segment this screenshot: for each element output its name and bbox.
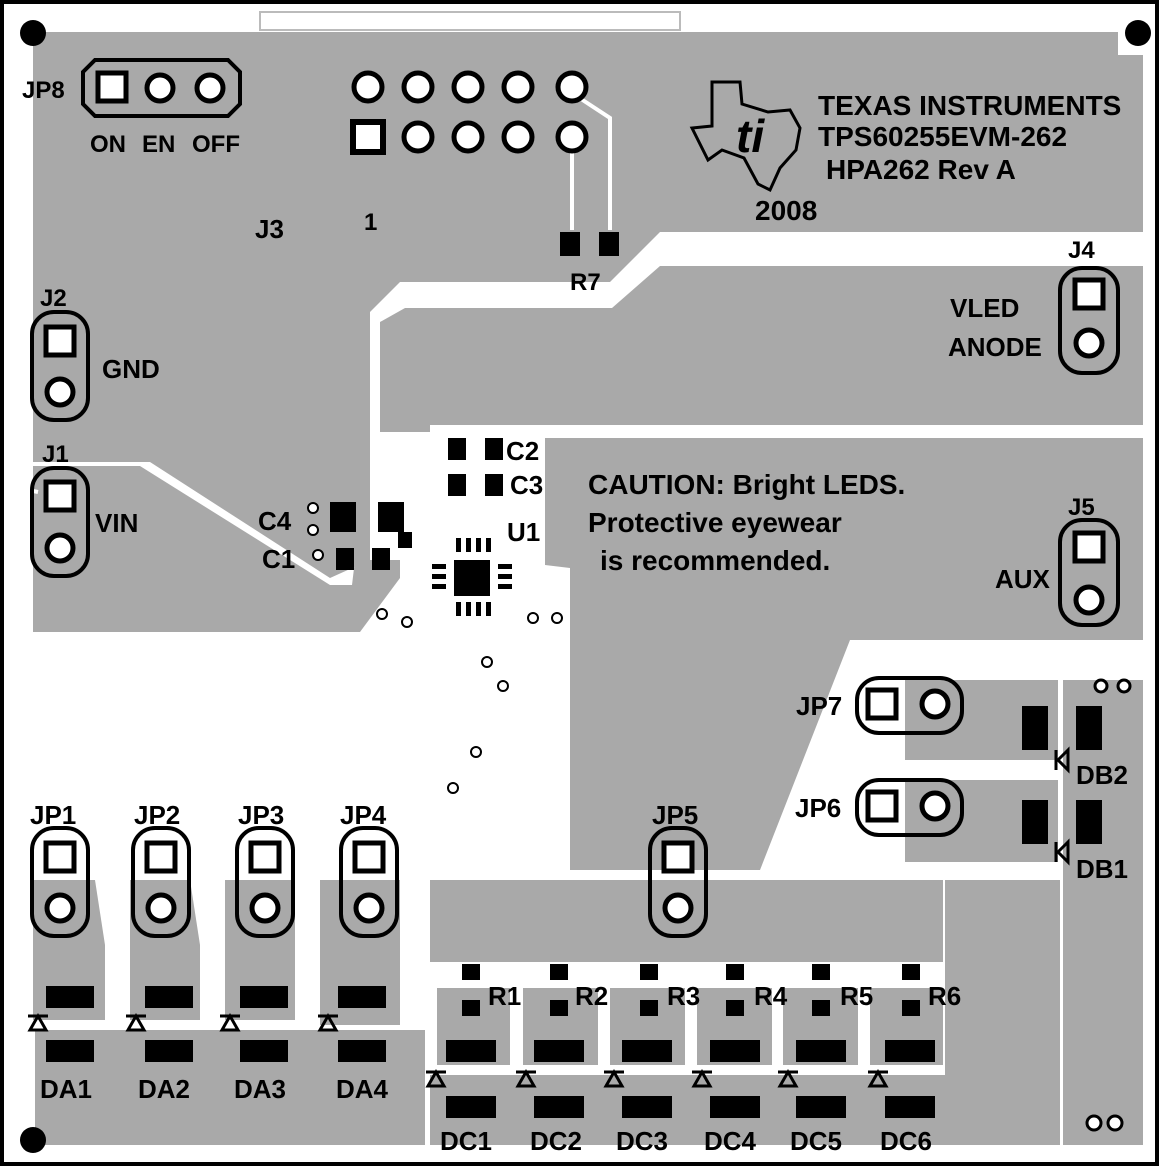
jp4-header: JP4 bbox=[339, 800, 399, 938]
jp8-ref: JP8 bbox=[22, 77, 65, 104]
caps-c4-c1: C4 C1 bbox=[258, 502, 412, 574]
caps-c2-c3: C2 C3 bbox=[430, 430, 543, 514]
title-line1: TEXAS INSTRUMENTS bbox=[818, 90, 1121, 121]
r1-ref: R1 bbox=[488, 981, 521, 1011]
jp7-ref: JP7 bbox=[796, 691, 842, 721]
j5-ref: J5 bbox=[1068, 494, 1095, 521]
jp6-header: JP6 bbox=[795, 778, 964, 837]
dc2-ref: DC2 bbox=[530, 1126, 582, 1156]
dc-leds: DC1 DC2 DC3 DC4 DC5 DC6 bbox=[425, 1040, 935, 1156]
jp2-header: JP2 bbox=[131, 800, 191, 938]
da1-ref: DA1 bbox=[40, 1074, 92, 1104]
dc6-ref: DC6 bbox=[880, 1126, 932, 1156]
j1-ref: J1 bbox=[42, 441, 69, 468]
jp3-ref: JP3 bbox=[238, 800, 284, 830]
j4-label-vled: VLED bbox=[950, 293, 1019, 323]
c1-ref: C1 bbox=[262, 544, 295, 574]
jp6-ref: JP6 bbox=[795, 793, 841, 823]
r3-ref: R3 bbox=[667, 981, 700, 1011]
j2-ref: J2 bbox=[40, 285, 67, 312]
jp3-header: JP3 bbox=[235, 800, 295, 938]
jp5-header: JP5 bbox=[648, 800, 708, 938]
resistors-r1-r6: R1 R2 R3 R4 R5 R6 bbox=[462, 964, 961, 1016]
r4-ref: R4 bbox=[754, 981, 788, 1011]
jp8-label-en: EN bbox=[142, 131, 175, 158]
j1-label-vin: VIN bbox=[95, 508, 138, 538]
title-year: 2008 bbox=[755, 195, 817, 226]
r2-ref: R2 bbox=[575, 981, 608, 1011]
r7-ref: R7 bbox=[570, 269, 601, 296]
j3-header: J3 1 bbox=[255, 70, 589, 244]
jp5-ref: JP5 bbox=[652, 800, 698, 830]
dc4-ref: DC4 bbox=[704, 1126, 757, 1156]
jp4-ref: JP4 bbox=[340, 800, 387, 830]
u1-ic: U1 bbox=[376, 517, 563, 794]
mounting-holes bbox=[20, 20, 1151, 1153]
j4-connector: J4 VLED ANODE bbox=[948, 237, 1120, 375]
j1-connector: J1 VIN bbox=[30, 441, 138, 578]
jp1-ref: JP1 bbox=[30, 800, 76, 830]
jp8-label-on: ON bbox=[90, 131, 126, 158]
da3-ref: DA3 bbox=[234, 1074, 286, 1104]
jp8-header: JP8 ON EN OFF bbox=[22, 58, 242, 158]
board-notch bbox=[259, 11, 681, 31]
j3-pin1: 1 bbox=[364, 209, 377, 236]
da-leds: DA1 DA2 DA3 DA4 bbox=[27, 986, 389, 1104]
jp1-header: JP1 bbox=[30, 800, 90, 938]
da4-ref: DA4 bbox=[336, 1074, 389, 1104]
db2-ref: DB2 bbox=[1076, 760, 1128, 790]
r6-ref: R6 bbox=[928, 981, 961, 1011]
caution-line3: is recommended. bbox=[600, 545, 830, 576]
c2-ref: C2 bbox=[506, 436, 539, 466]
j4-ref: J4 bbox=[1068, 237, 1095, 264]
db1-ref: DB1 bbox=[1076, 854, 1128, 884]
ti-logo-glyph: ti bbox=[736, 110, 765, 162]
dc1-ref: DC1 bbox=[440, 1126, 492, 1156]
r7: R7 bbox=[560, 232, 619, 296]
jp2-ref: JP2 bbox=[134, 800, 180, 830]
j5-label-aux: AUX bbox=[995, 564, 1051, 594]
dc5-ref: DC5 bbox=[790, 1126, 842, 1156]
jp7-header: JP7 bbox=[796, 676, 964, 735]
copper-pours bbox=[33, 32, 1143, 1145]
title-line2: TPS60255EVM-262 bbox=[818, 121, 1067, 152]
j3-ref: J3 bbox=[255, 214, 284, 244]
j2-connector: J2 GND bbox=[30, 285, 160, 422]
jp8-label-off: OFF bbox=[192, 131, 240, 158]
c3-ref: C3 bbox=[510, 470, 543, 500]
title-line3: HPA262 Rev A bbox=[826, 154, 1016, 185]
j4-label-anode: ANODE bbox=[948, 332, 1042, 362]
db1-led: DB1 bbox=[1022, 800, 1128, 884]
db2-led: DB2 bbox=[1022, 706, 1128, 790]
u1-ref: U1 bbox=[507, 517, 540, 547]
ti-logo: ti bbox=[689, 80, 802, 193]
j5-connector: J5 AUX bbox=[995, 494, 1120, 627]
r5-ref: R5 bbox=[840, 981, 873, 1011]
caution-line1: CAUTION: Bright LEDS. bbox=[588, 469, 905, 500]
da2-ref: DA2 bbox=[138, 1074, 190, 1104]
j2-label-gnd: GND bbox=[102, 354, 160, 384]
caution-line2: Protective eyewear bbox=[588, 507, 842, 538]
dc3-ref: DC3 bbox=[616, 1126, 668, 1156]
c4-ref: C4 bbox=[258, 506, 292, 536]
